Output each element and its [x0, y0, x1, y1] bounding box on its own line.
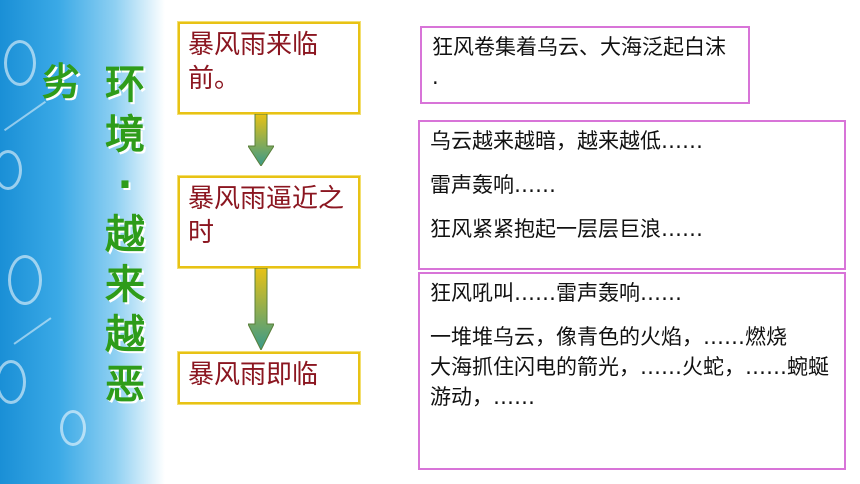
heading-char: 来 [105, 262, 145, 308]
decorative-line [3, 100, 47, 132]
heading-char: 境 [105, 112, 145, 158]
description-line: 狂风紧紧抱起一层层巨浪…… [430, 217, 703, 241]
fish-decoration [4, 40, 36, 86]
heading-char: 越 [105, 212, 145, 258]
heading-left-char: 劣 [41, 60, 80, 104]
stage-before-storm: 暴风雨来临前。 [178, 22, 360, 114]
heading-char: 环 [105, 62, 145, 108]
description-line: 大海抓住闪电的箭光，……火蛇，……蜿蜒游动，…… [430, 355, 829, 409]
heading-vertical: 环 境 · 越 来 越 恶 [100, 60, 150, 410]
down-arrow-icon [248, 114, 274, 166]
description-line: 乌云越来越暗，越来越低…… [430, 129, 703, 153]
heading-char: 恶 [105, 362, 145, 408]
down-arrow-icon [248, 268, 274, 350]
description-approaching: 乌云越来越暗，越来越低…… 雷声轰响…… 狂风紧紧抱起一层层巨浪…… [418, 120, 846, 270]
fish-decoration [8, 255, 42, 305]
stage-storm-imminent: 暴风雨即临 [178, 352, 360, 404]
sidebar-background [0, 0, 165, 484]
description-before: 狂风卷集着乌云、大海泛起白沫 . [420, 26, 750, 104]
fish-decoration [0, 150, 22, 190]
heading-char: · [117, 162, 133, 208]
description-line: 狂风吼叫……雷声轰响…… [430, 281, 682, 305]
description-text: 狂风卷集着乌云、大海泛起白沫 . [432, 35, 726, 89]
fish-decoration [0, 360, 26, 404]
description-line: 一堆堆乌云，像青色的火焰，……燃烧 [430, 325, 787, 349]
heading-char: 越 [105, 312, 145, 358]
description-line: 雷声轰响…… [430, 173, 556, 197]
fish-decoration [60, 410, 86, 446]
stage-storm-approaching: 暴风雨逼近之时 [178, 176, 360, 268]
decorative-line [13, 317, 52, 345]
description-imminent: 狂风吼叫……雷声轰响…… 一堆堆乌云，像青色的火焰，……燃烧 大海抓住闪电的箭光… [418, 272, 846, 470]
